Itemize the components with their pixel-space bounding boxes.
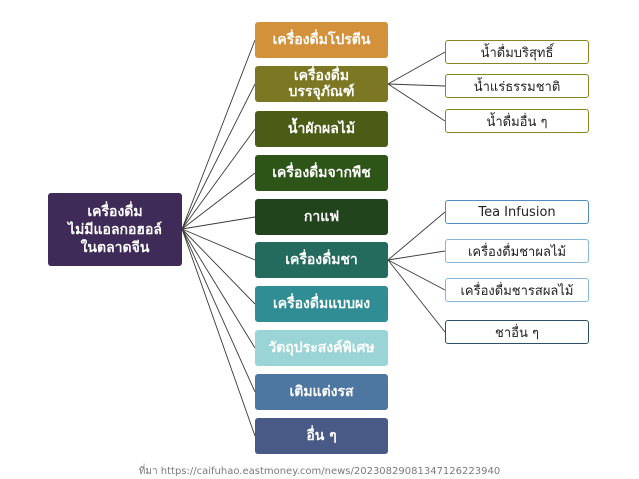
category-label: เติมแต่งรส	[289, 384, 354, 400]
category-coffee: กาแฟ	[255, 199, 388, 235]
category-label: อื่น ๆ	[306, 428, 337, 444]
connector-root-to-category	[181, 228, 256, 261]
connector-category-to-subitem	[387, 51, 446, 85]
category-label: เครื่องดื่มจากพืช	[272, 165, 371, 181]
subitem-fruit-tea: เครื่องดื่มชาผลไม้	[445, 239, 589, 263]
subitem-label: เครื่องดื่มชารสผลไม้	[460, 283, 574, 299]
subitem-mineral-water: น้ำแร่ธรรมชาติ	[445, 74, 589, 98]
root-line-1: เครื่องดื่ม	[87, 203, 143, 220]
category-label: เครื่องดื่มโปรตีน	[272, 32, 371, 48]
subitem-label: น้ำดื่มอื่น ๆ	[486, 114, 548, 130]
subitem-fruit-flavored-tea: เครื่องดื่มชารสผลไม้	[445, 278, 589, 302]
root-line-2: ไม่มีแอลกอฮอล์	[68, 221, 162, 238]
category-plant-based: เครื่องดื่มจากพืช	[255, 155, 388, 191]
connector-category-to-subitem	[387, 83, 446, 122]
subitem-label: น้ำแร่ธรรมชาติ	[473, 79, 561, 95]
connector-root-to-category	[181, 216, 256, 230]
subitem-tea-infusion: Tea Infusion	[445, 200, 589, 224]
root-node: เครื่องดื่ม ไม่มีแอลกอฮอล์ ในตลาดจีน	[48, 193, 182, 266]
connector-root-to-category	[181, 228, 256, 349]
category-label: วัตถุประสงค์พิเศษ	[268, 340, 375, 356]
category-powdered: เครื่องดื่มแบบผง	[255, 286, 388, 322]
source-caption: ที่มา https://caifuhao.eastmoney.com/new…	[138, 466, 501, 477]
connector-root-to-category	[181, 172, 256, 230]
subitem-label: เครื่องดื่มชาผลไม้	[467, 244, 567, 260]
subitem-other-tea: ชาอื่น ๆ	[445, 320, 589, 344]
connector-root-to-category	[181, 228, 256, 393]
connector-root-to-category	[181, 228, 256, 305]
category-flavored: เติมแต่งรส	[255, 374, 388, 410]
category-special-purpose: วัตถุประสงค์พิเศษ	[255, 330, 388, 366]
connector-root-to-category	[181, 228, 256, 437]
category-label-line-2: บรรจุภัณฑ์	[288, 84, 355, 100]
root-line-3: ในตลาดจีน	[80, 239, 150, 256]
category-others: อื่น ๆ	[255, 418, 388, 454]
category-label: เครื่องดื่มชา	[285, 252, 358, 268]
category-label: น้ำผักผลไม้	[287, 121, 356, 137]
connector-root-to-category	[181, 83, 256, 230]
category-protein-drinks: เครื่องดื่มโปรตีน	[255, 22, 388, 58]
subitem-label: ชาอื่น ๆ	[495, 325, 539, 341]
connector-category-to-subitem	[387, 211, 446, 261]
category-tea-drinks: เครื่องดื่มชา	[255, 242, 388, 278]
category-label: กาแฟ	[303, 209, 340, 225]
category-packaged-drinks: เครื่องดื่ม บรรจุภัณฑ์	[255, 66, 388, 102]
connector-category-to-subitem	[387, 83, 446, 87]
subitem-label: Tea Infusion	[478, 204, 556, 220]
subitem-label: น้ำดื่มบริสุทธิ์	[480, 45, 554, 61]
connector-root-to-category	[181, 39, 256, 230]
subitem-other-water: น้ำดื่มอื่น ๆ	[445, 109, 589, 133]
category-juice: น้ำผักผลไม้	[255, 111, 388, 147]
subitem-purified-water: น้ำดื่มบริสุทธิ์	[445, 40, 589, 64]
connector-category-to-subitem	[387, 259, 446, 333]
category-label: เครื่องดื่มแบบผง	[272, 296, 371, 312]
category-label-line-1: เครื่องดื่ม	[293, 68, 350, 84]
connector-category-to-subitem	[387, 250, 446, 261]
connector-root-to-category	[181, 128, 256, 230]
connector-category-to-subitem	[387, 259, 446, 291]
